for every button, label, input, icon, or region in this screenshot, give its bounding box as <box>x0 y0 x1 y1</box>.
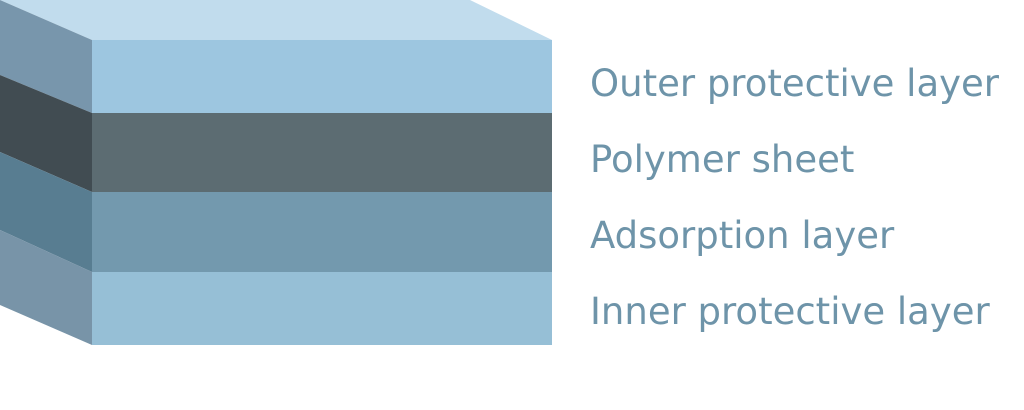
layer-adsorption <box>0 152 552 272</box>
layer-outer-protective <box>0 0 552 113</box>
layer-inner-protective <box>0 230 552 345</box>
layer-label-polymer-sheet: Polymer sheet <box>590 138 854 181</box>
layer-polymer-sheet-side <box>0 75 92 192</box>
layer-label-inner-protective: Inner protective layer <box>590 290 991 333</box>
layer-polymer-sheet <box>0 75 552 192</box>
layer-inner-protective-side <box>0 230 92 345</box>
layer-adsorption-side <box>0 152 92 272</box>
layer-adsorption-front <box>92 192 552 272</box>
layer-outer-protective-front <box>92 40 552 113</box>
block-top-face <box>0 0 552 40</box>
layer-label-outer-protective: Outer protective layer <box>590 62 1000 105</box>
layer-inner-protective-front <box>92 272 552 345</box>
layer-label-adsorption: Adsorption layer <box>590 214 895 257</box>
layer-polymer-sheet-front <box>92 113 552 192</box>
layer-outer-protective-side <box>0 0 92 113</box>
